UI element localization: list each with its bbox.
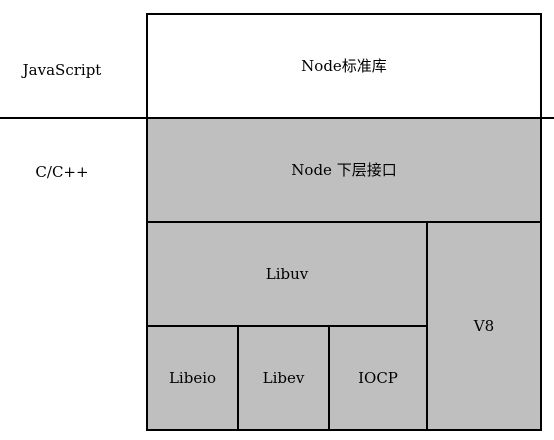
libuv-block: Libuv (146, 221, 428, 327)
v8-label: V8 (473, 317, 495, 335)
iocp-block: IOCP (328, 325, 428, 431)
v8-block: V8 (426, 221, 542, 431)
node-standard-library-label: Node标准库 (301, 57, 387, 75)
node-lower-interface-block: Node 下层接口 (146, 117, 542, 223)
cpp-layer-label: C/C++ (35, 163, 89, 181)
libeio-label: Libeio (168, 369, 217, 387)
libev-label: Libev (262, 369, 305, 387)
libev-block: Libev (237, 325, 330, 431)
node-standard-library-block: Node标准库 (146, 13, 542, 119)
node-lower-interface-label: Node 下层接口 (291, 161, 397, 179)
libuv-label: Libuv (265, 265, 309, 283)
javascript-layer-label: JavaScript (22, 61, 102, 79)
iocp-label: IOCP (358, 369, 398, 387)
libeio-block: Libeio (146, 325, 239, 431)
